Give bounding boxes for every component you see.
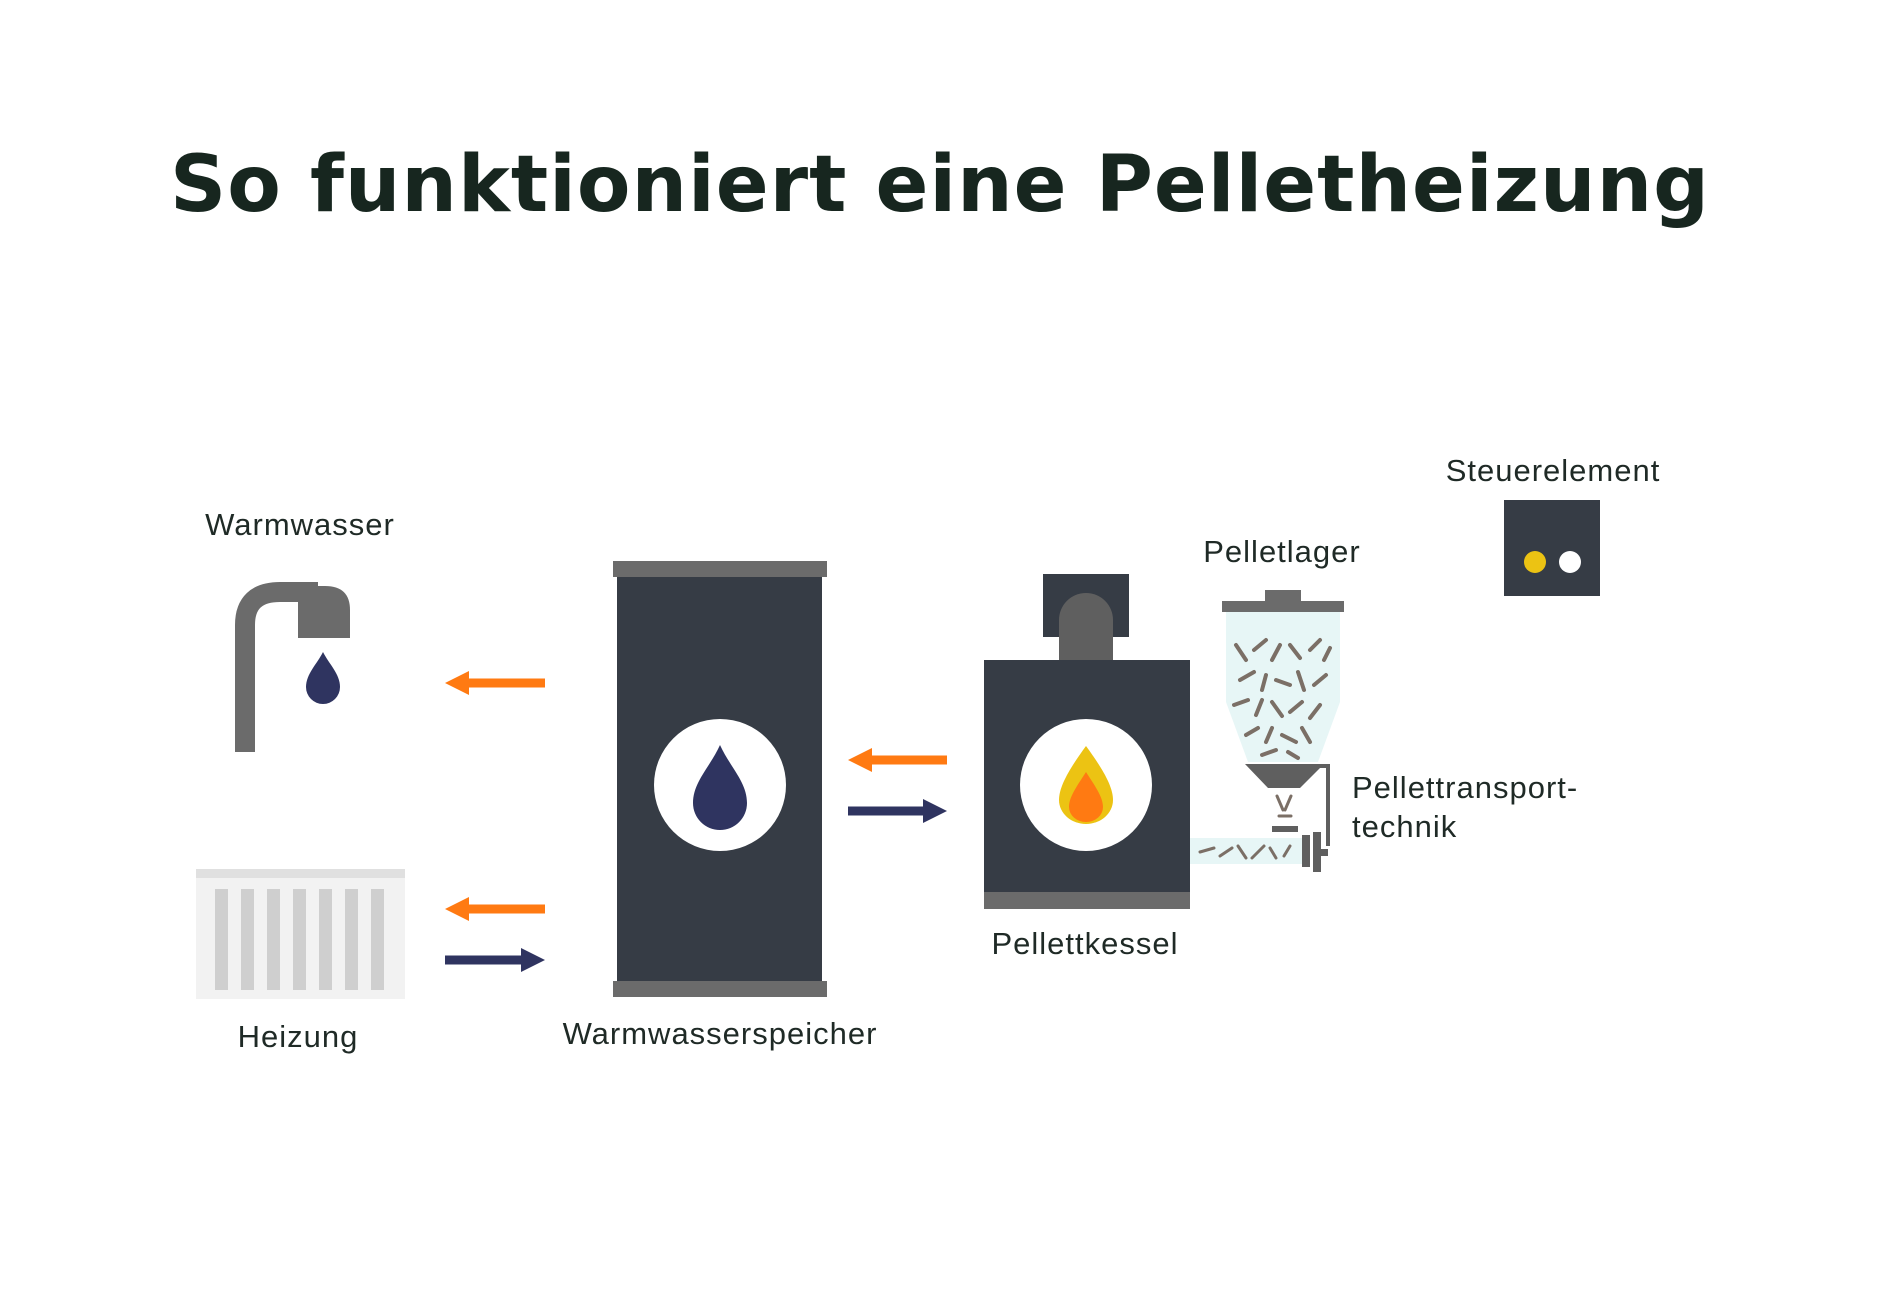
steuer-label: Steuerelement [1446,453,1661,488]
pellet-hopper-icon [1222,590,1344,788]
water-drop-icon [693,745,747,830]
faucet-icon [235,582,350,752]
flame-icon [1059,746,1113,824]
speicher-label: Warmwasserspeicher [563,1016,878,1051]
water-drop-icon [306,652,340,704]
pellet-boiler-icon [984,574,1190,909]
boiler-return-arrow [848,799,947,823]
kessel-label: Pellettkessel [991,926,1178,961]
hot-water-outflow-arrow [445,671,545,695]
boiler-flow-arrow [848,748,947,772]
pellet-auger-icon [1190,764,1330,872]
page-title: So funktioniert eine Pelletheizung [170,140,1710,230]
warmwasser-label: Warmwasser [205,507,395,542]
heating-return-arrow [445,948,545,972]
lager-label: Pelletlager [1203,534,1360,569]
heizung-label: Heizung [238,1019,359,1054]
control-panel-icon [1504,500,1600,596]
heating-flow-arrow [445,897,545,921]
transport-label-line2: technik [1352,809,1457,844]
radiator-icon [196,869,405,999]
transport-label-line1: Pellettransport- [1352,770,1578,805]
